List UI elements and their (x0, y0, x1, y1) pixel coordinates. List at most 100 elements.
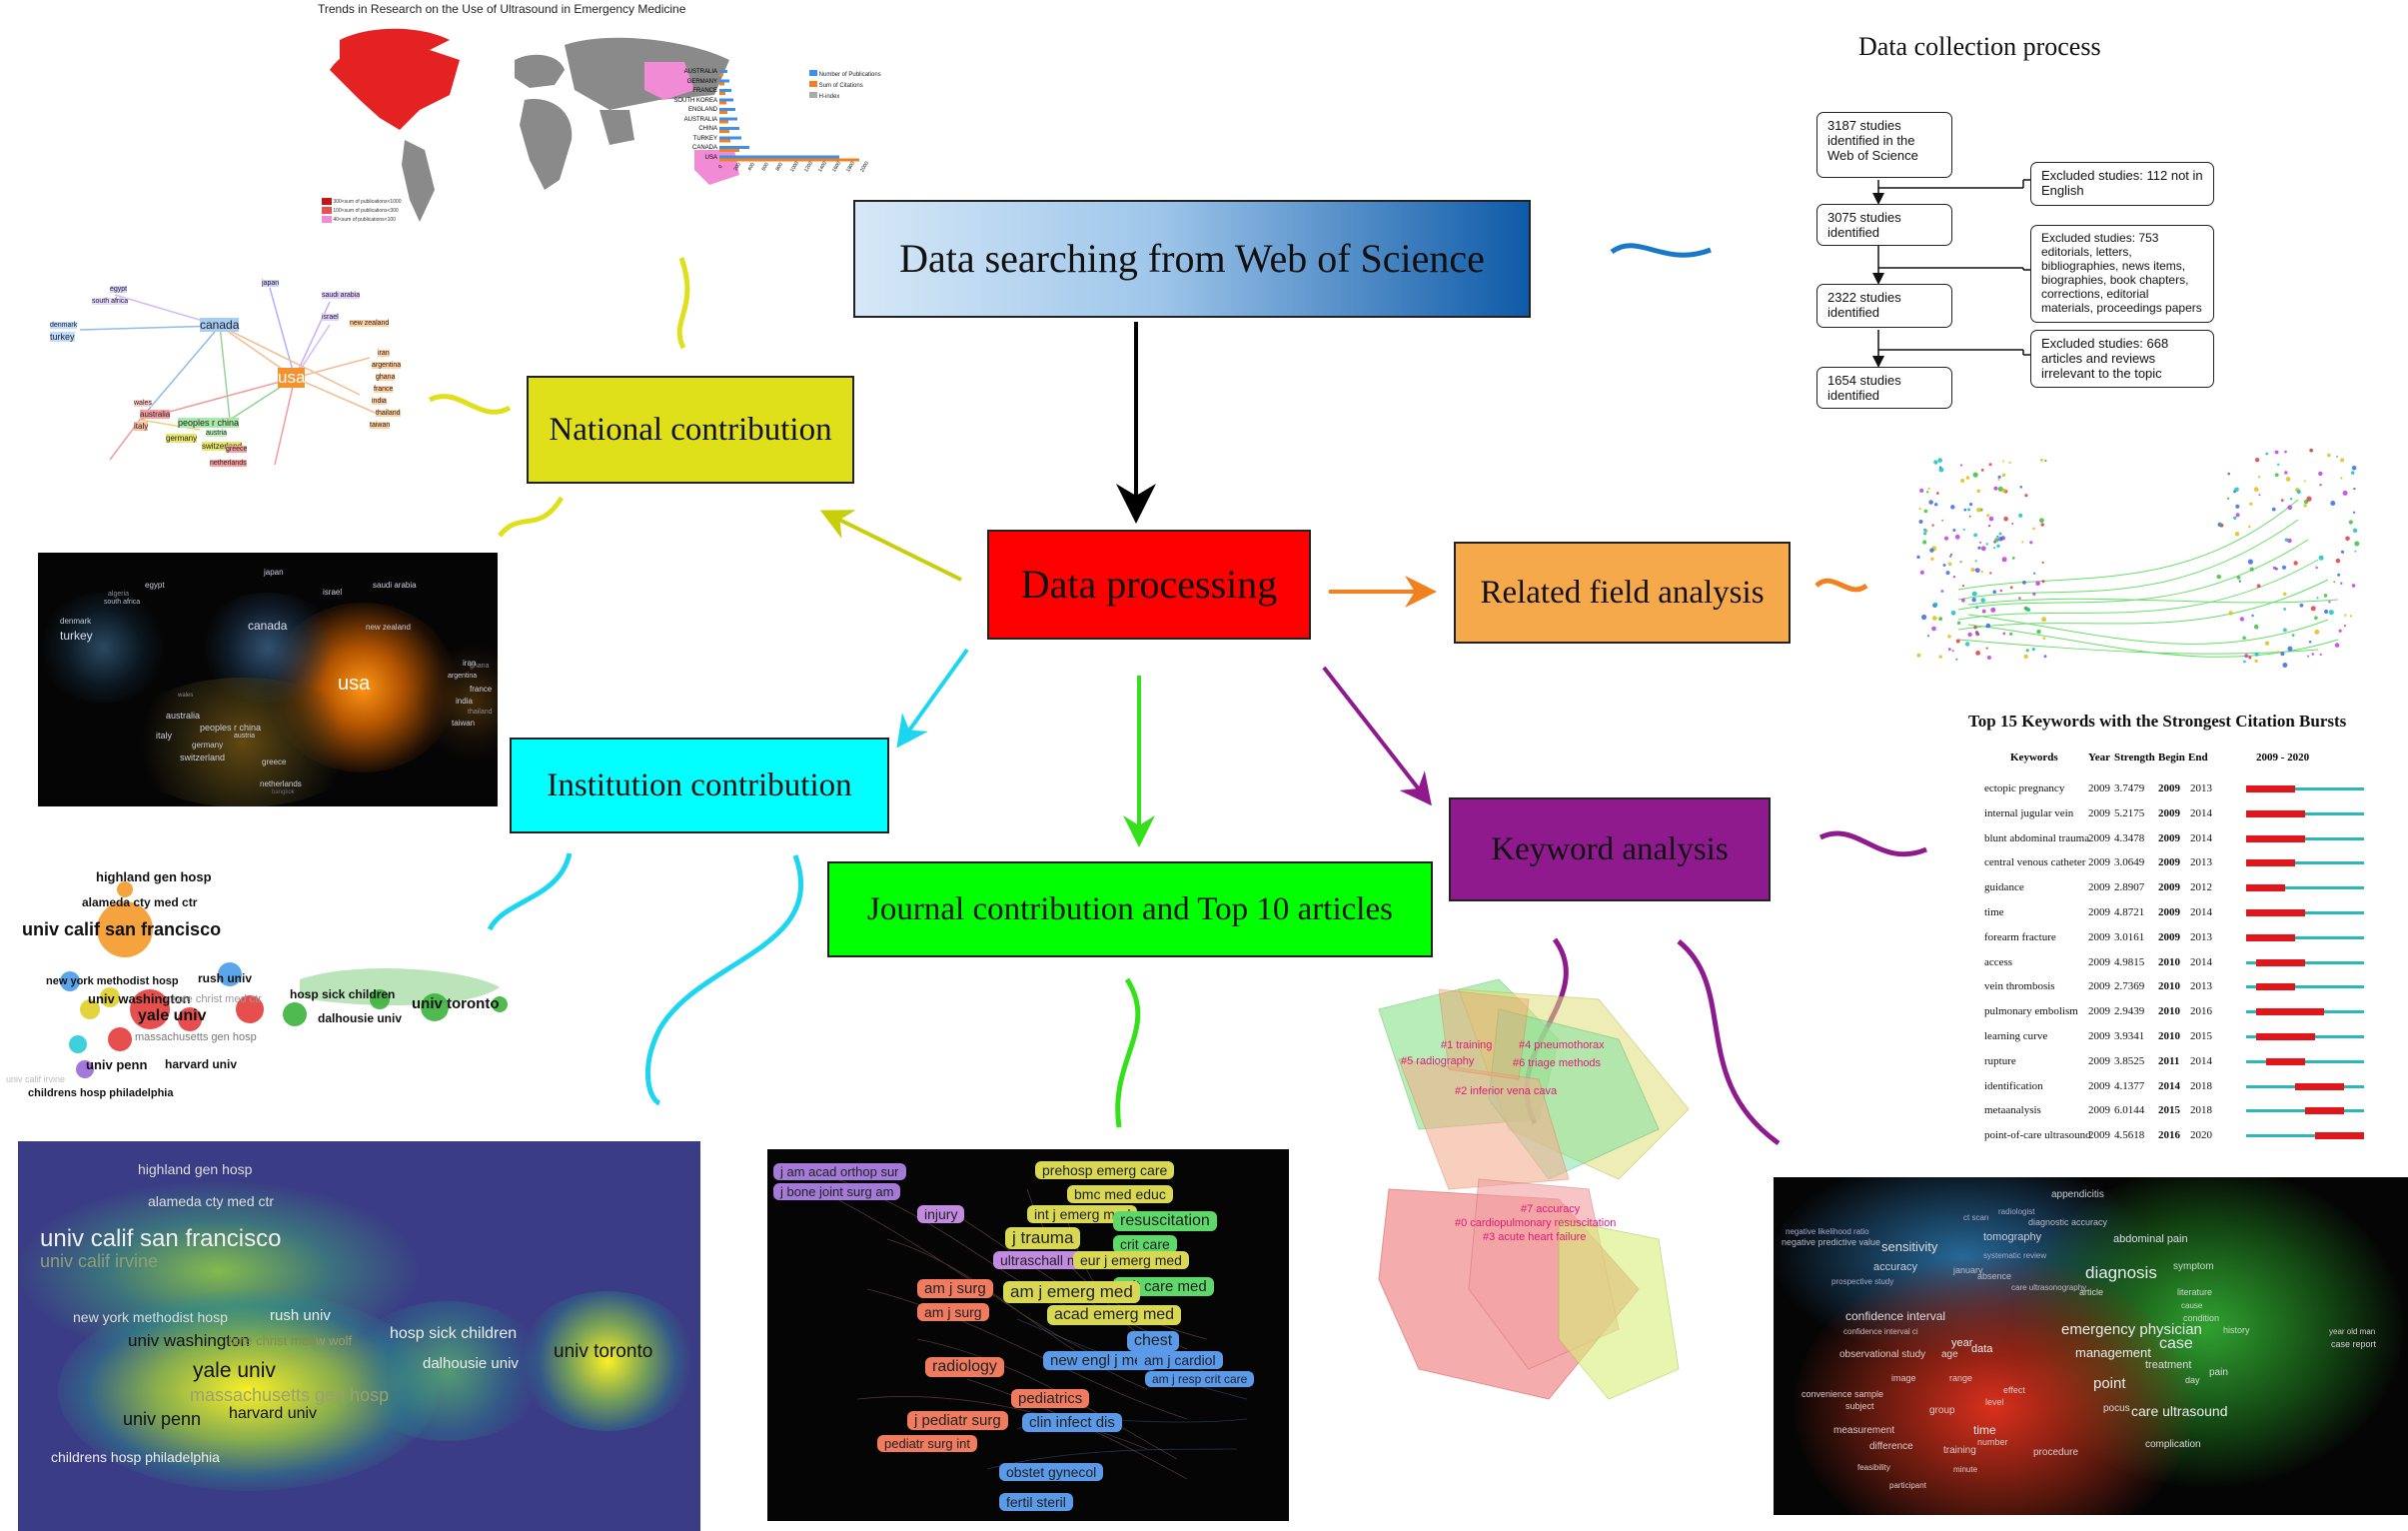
burst-cell (2255, 1033, 2266, 1040)
dual-map-dot (1963, 508, 1967, 512)
burst-cell (2295, 1134, 2305, 1138)
burst-cell (2353, 811, 2364, 815)
dual-map-dot (1997, 478, 2000, 481)
burst-cell (2246, 1010, 2256, 1014)
dual-map-dot (2340, 550, 2345, 554)
keyword-burst-begin: 2009 (2158, 906, 2180, 918)
dual-map-dot (2328, 601, 2331, 604)
keyword-density-label-27: year (1951, 1337, 1973, 1349)
dual-map-dot (2039, 518, 2044, 524)
keyword-burst-keyword: point-of-care ultrasound (1984, 1129, 2091, 1142)
dual-map-dot (1993, 547, 1996, 550)
institution-label-10: univ penn (86, 1057, 148, 1072)
kw-header-end: End (2188, 752, 2208, 764)
kw-density-glow-red (1794, 1257, 2193, 1515)
map-legend-label-1: 100<sum of publications<300 (333, 208, 399, 214)
burst-cell (2304, 1008, 2315, 1016)
dual-map-dot (2274, 473, 2279, 478)
bar-cites-3 (719, 101, 726, 105)
keyword-burst-strength: 3.9341 (2114, 1030, 2145, 1042)
burst-cell (2334, 1082, 2344, 1090)
burst-cell (2285, 1134, 2295, 1138)
keyword-burst-year: 2009 (2088, 806, 2110, 819)
keyword-density-label-7: tomography (1983, 1231, 2042, 1243)
burst-cell (2353, 911, 2364, 914)
country-node-2: japan (262, 280, 280, 287)
kw-header-year: Year (2088, 752, 2110, 764)
bar-pubs-6 (719, 127, 739, 130)
journal-label-24: pediatr surg int (877, 1435, 977, 1452)
keyword-burst-end: 2015 (2190, 1030, 2212, 1042)
cluster-label-2: #5 radiography (1401, 1055, 1475, 1067)
map-legend-item-2: 40<sum of publications<100 (322, 216, 402, 225)
burst-cell (2344, 811, 2354, 815)
burst-cell (2255, 1084, 2266, 1088)
dual-map-dot (2283, 608, 2286, 611)
dual-map-dot (1940, 590, 1944, 593)
dual-map-dot (1951, 650, 1954, 653)
burst-cell (2295, 1109, 2305, 1113)
box-related-field: Related field analysis (1454, 542, 1791, 644)
institution-density-label-11: dalhousie univ (423, 1355, 519, 1372)
dual-map-dot (2323, 594, 2328, 598)
burst-cell (2275, 1057, 2286, 1065)
dual-map-dot (2021, 541, 2024, 544)
dual-map-dot (2031, 648, 2035, 652)
dual-map-dot (2248, 525, 2251, 529)
burst-cell (2334, 911, 2344, 914)
dual-map-dot (1938, 655, 1942, 659)
burst-cell (2314, 985, 2325, 989)
dual-map-dot (2324, 609, 2329, 615)
dual-map-dot (2257, 476, 2261, 479)
burst-cell (2246, 809, 2256, 817)
keyword-burst-year: 2009 (2088, 782, 2110, 794)
burst-cell (2334, 836, 2344, 840)
dual-map-dot (1927, 487, 1930, 490)
journal-label-25: obstet gynecol (999, 1463, 1104, 1481)
dual-map-dot (2318, 471, 2323, 477)
world-map (330, 28, 739, 222)
keyword-burst-keyword: access (1984, 955, 2013, 968)
burst-cell (2285, 886, 2295, 890)
keyword-burst-end: 2018 (2190, 1079, 2212, 1092)
burst-cell (2246, 985, 2256, 989)
dual-map-dot (1974, 560, 1977, 563)
dual-map-dot (1919, 570, 1924, 575)
country-node-13: france (374, 386, 394, 393)
keyword-density-label-36: range (1949, 1373, 1973, 1383)
dual-map-dot (2228, 611, 2233, 616)
dual-map-dot (2340, 477, 2343, 480)
journal-label-20: am j resp crit care (1145, 1371, 1255, 1387)
keyword-burst-begin: 2009 (2158, 782, 2180, 794)
burst-cell (2353, 1132, 2364, 1140)
burst-cell (2246, 933, 2256, 941)
burst-cell (2353, 836, 2364, 840)
dual-map-dot (1918, 520, 1923, 524)
burst-cell (2324, 861, 2335, 865)
dual-map-dot (2345, 536, 2350, 542)
country-density-label-22: austria (234, 733, 256, 740)
dual-map-dot (2235, 513, 2240, 518)
institution-density-label-5: rush univ (270, 1307, 331, 1324)
dual-map-dot (2258, 494, 2261, 497)
bar-country-5: AUSTRALIA (683, 116, 717, 123)
burst-cell (2344, 911, 2354, 914)
burst-cell (2344, 1035, 2354, 1038)
burst-cell (2255, 1134, 2266, 1138)
dual-map-dot (1980, 598, 1985, 603)
dual-map-dot (1961, 585, 1964, 588)
journal-label-15: am j surg (917, 1303, 989, 1321)
bar-legend-item-2: H-index (809, 92, 881, 103)
burst-cell (2255, 809, 2266, 817)
burst-cell (2304, 1033, 2315, 1040)
journal-label-12: am j surg (917, 1279, 993, 1298)
dual-map-dot (2243, 660, 2246, 664)
country-node-22: switzerland (202, 442, 243, 451)
burst-cell (2324, 886, 2335, 890)
dual-map-dot (2296, 490, 2301, 495)
institution-density-label-8: yale univ (193, 1359, 276, 1382)
keyword-burst-begin: 2016 (2158, 1129, 2180, 1142)
keyword-burst-strength: 2.7369 (2114, 980, 2145, 993)
institution-density-label-9: massachusetts gen hosp (190, 1385, 390, 1405)
